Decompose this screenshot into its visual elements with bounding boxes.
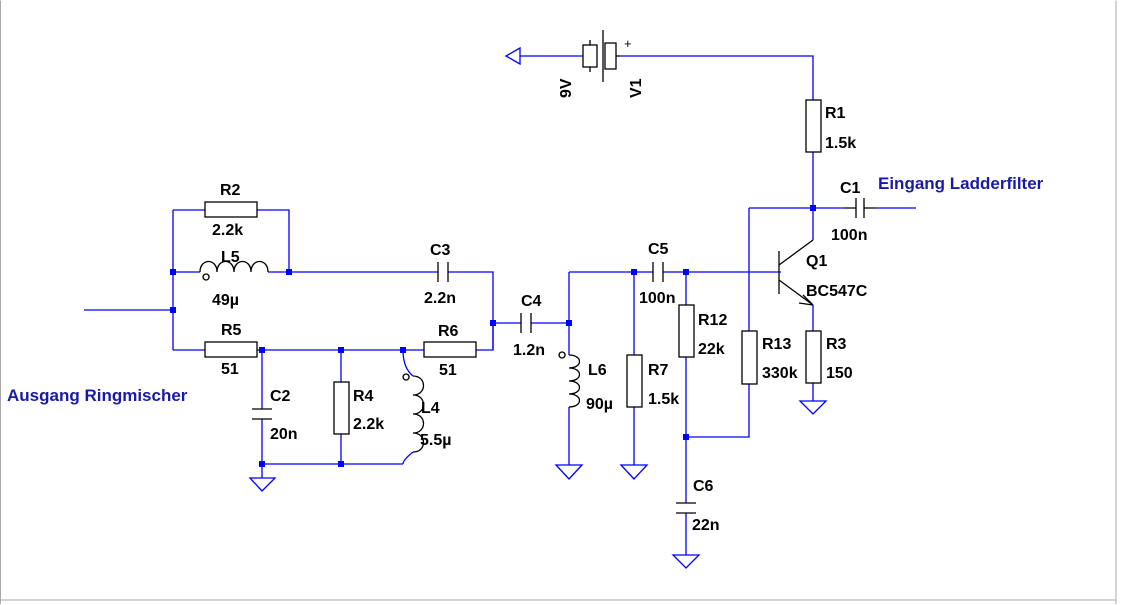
l6-value: 90µ <box>586 396 613 413</box>
resistor-r2[interactable] <box>204 201 258 218</box>
capacitor-c1[interactable] <box>844 198 876 218</box>
r2-name: R2 <box>220 182 241 199</box>
q1-value: BC547C <box>806 283 868 300</box>
inductor-l6[interactable] <box>558 351 581 408</box>
r4-value: 2.2k <box>353 416 384 433</box>
net-label-input: Ausgang Ringmischer <box>7 386 188 405</box>
capacitor-c4[interactable] <box>520 313 532 333</box>
wires <box>84 55 916 553</box>
resistor-r5[interactable] <box>204 341 258 358</box>
r1-name: R1 <box>825 105 846 122</box>
transistor-q1[interactable] <box>778 239 814 306</box>
inductor-l4[interactable] <box>402 373 425 453</box>
resistor-r1[interactable] <box>805 99 822 153</box>
capacitor-c3[interactable] <box>437 262 449 282</box>
capacitor-c2[interactable] <box>252 408 272 420</box>
resistor-r7[interactable] <box>626 354 643 408</box>
c4-value: 1.2n <box>513 342 545 359</box>
r3-name: R3 <box>826 336 847 353</box>
c2-value: 20n <box>270 426 298 443</box>
l4-name: L4 <box>421 400 440 417</box>
component-labels: R1 1.5k C1 100n R2 2.2k L5 49µ C3 2.2n R… <box>212 36 868 534</box>
v1-name: V1 <box>628 78 645 98</box>
junction-dots <box>170 205 816 467</box>
c5-name: C5 <box>648 241 669 258</box>
c6-name: C6 <box>693 478 714 495</box>
battery-plus-sign: + <box>624 36 632 51</box>
r2-value: 2.2k <box>212 222 243 239</box>
r5-value: 51 <box>221 361 239 378</box>
resistor-r13[interactable] <box>741 330 758 385</box>
capacitor-c6[interactable] <box>676 502 696 514</box>
r3-value: 150 <box>826 365 853 382</box>
ground-symbols <box>248 46 828 569</box>
c5-value: 100n <box>639 290 675 307</box>
c3-value: 2.2n <box>424 290 456 307</box>
c6-value: 22n <box>692 517 720 534</box>
r1-value: 1.5k <box>825 135 856 152</box>
c2-name: C2 <box>270 388 291 405</box>
r6-value: 51 <box>439 362 457 379</box>
l4-value: 5.5µ <box>420 432 451 449</box>
inductor-l5[interactable] <box>199 260 269 281</box>
resistor-r12[interactable] <box>678 304 695 358</box>
v1-value: 9V <box>558 78 575 98</box>
r12-value: 22k <box>698 341 725 358</box>
net-labels: Ausgang Ringmischer Eingang Ladderfilter <box>7 174 1044 405</box>
c1-name: C1 <box>840 180 861 197</box>
resistor-r3[interactable] <box>805 330 822 384</box>
l5-name: L5 <box>221 249 240 266</box>
battery-v1[interactable] <box>582 30 620 82</box>
r13-name: R13 <box>762 336 791 353</box>
r13-value: 330k <box>762 365 798 382</box>
l6-name: L6 <box>588 362 607 379</box>
r7-name: R7 <box>648 362 669 379</box>
r6-name: R6 <box>438 323 459 340</box>
c1-value: 100n <box>831 227 867 244</box>
resistor-r6[interactable] <box>423 341 477 358</box>
l5-value: 49µ <box>212 292 239 309</box>
resistor-r4[interactable] <box>333 381 350 435</box>
c4-name: C4 <box>521 293 542 310</box>
capacitor-c5[interactable] <box>652 262 664 282</box>
net-label-output: Eingang Ladderfilter <box>878 174 1044 193</box>
r7-value: 1.5k <box>648 391 679 408</box>
r5-name: R5 <box>221 322 242 339</box>
r4-name: R4 <box>353 388 374 405</box>
r12-name: R12 <box>698 312 727 329</box>
c3-name: C3 <box>430 242 451 259</box>
q1-name: Q1 <box>806 253 827 270</box>
